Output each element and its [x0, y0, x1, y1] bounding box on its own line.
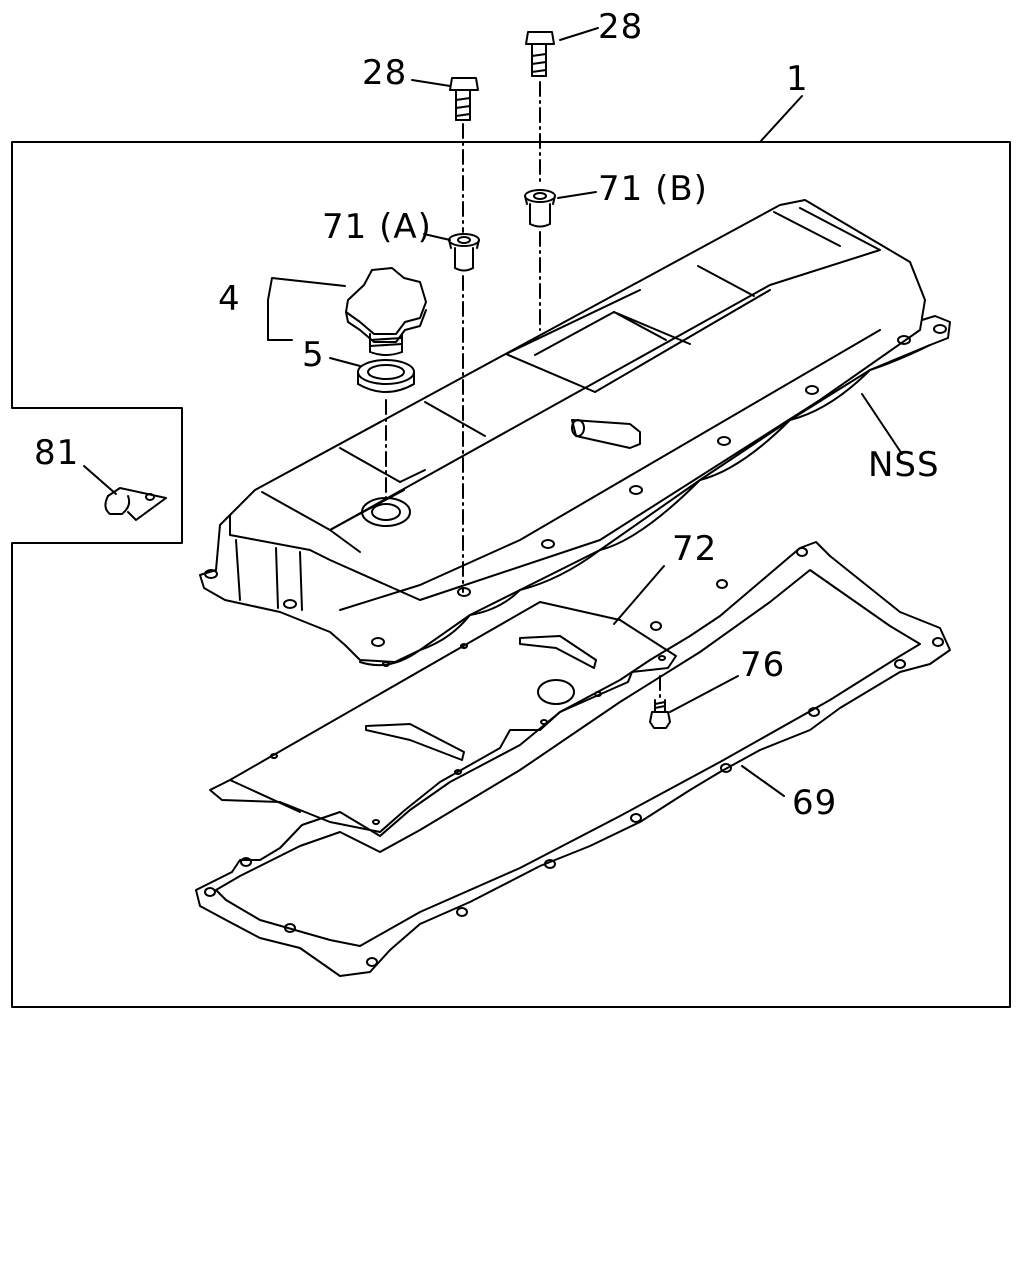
seal-ring-5: [357, 359, 415, 393]
label-assembly-1: 1: [786, 59, 809, 99]
oil-filler-cap-4: [345, 267, 427, 356]
label-screw-76: 76: [740, 645, 786, 685]
label-nss: NSS: [868, 445, 940, 485]
assembly-frame: [11, 141, 1011, 1008]
label-cap-4: 4: [218, 279, 241, 319]
screw-76: [649, 699, 671, 729]
leader-lines: [83, 27, 903, 797]
label-bolt-28-left: 28: [362, 53, 408, 93]
label-seal-5: 5: [302, 335, 325, 375]
grommet-71a: [448, 233, 480, 272]
label-grommet-71b: 71 (B): [598, 169, 708, 209]
clip-81: [104, 487, 167, 521]
grommet-71b: [524, 189, 556, 228]
label-gasket-69: 69: [792, 783, 838, 823]
bolt-28-right: [525, 31, 555, 77]
label-bolt-28-right: 28: [598, 7, 644, 47]
label-grommet-71a: 71 (A): [322, 207, 432, 247]
bolt-28-left: [449, 77, 479, 121]
label-baffle-72: 72: [672, 529, 718, 569]
gasket-69: [195, 541, 951, 977]
alignment-lines: [385, 81, 661, 699]
label-clip-81: 81: [34, 433, 80, 473]
cylinder-head-cover: [199, 199, 951, 667]
baffle-plate-72: [209, 601, 677, 833]
